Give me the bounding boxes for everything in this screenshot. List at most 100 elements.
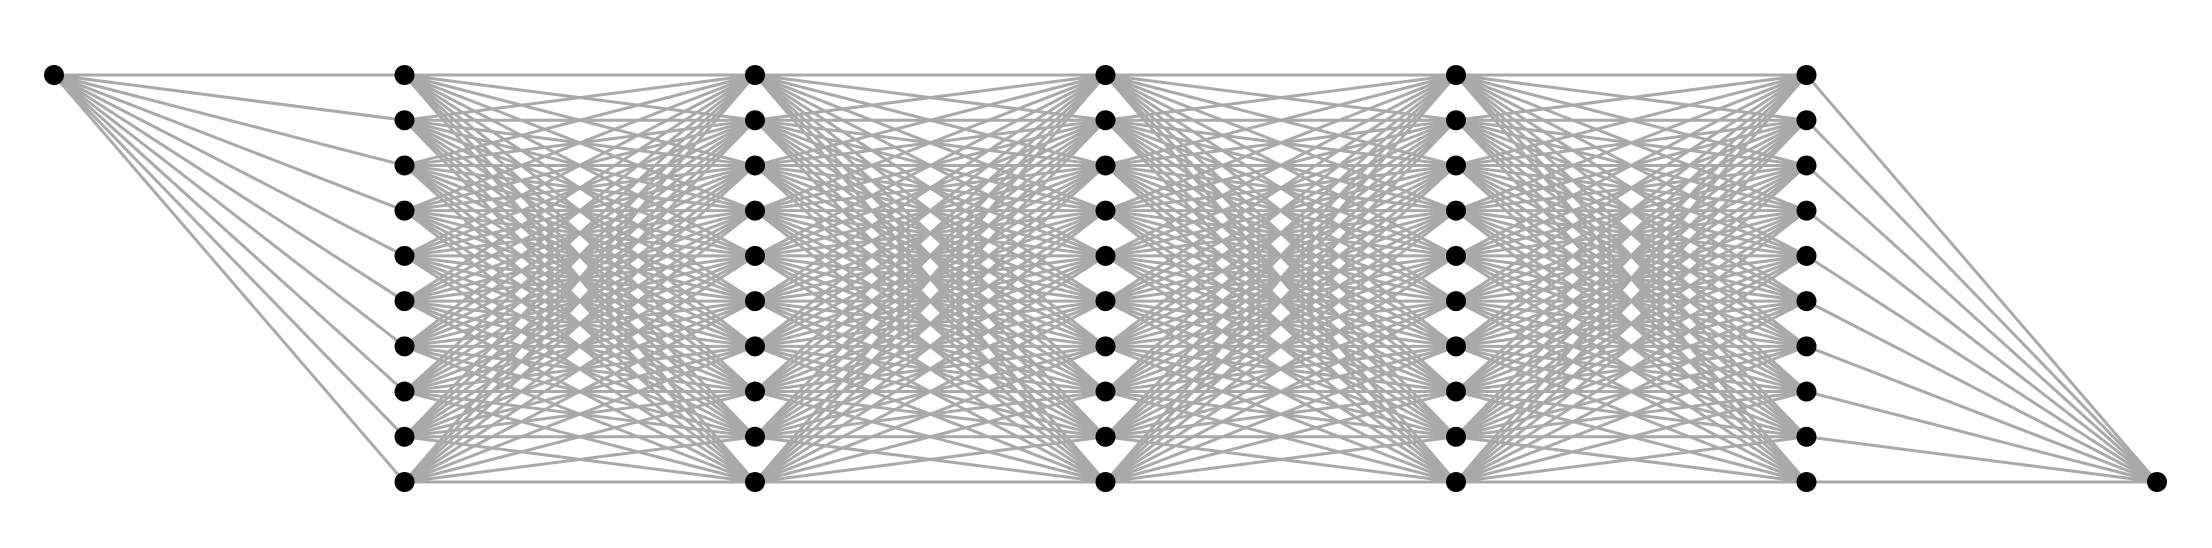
edge-l3-9-4 — [1104, 254, 1458, 484]
edge-l2-3-0 — [753, 73, 1107, 213]
edge-l5-4-0 — [1805, 254, 2159, 484]
edge-l3-9-3 — [1104, 209, 1458, 484]
edge-l5-0-0 — [1805, 73, 2159, 484]
edge-l1-9-0 — [403, 73, 757, 484]
node-l2-2 — [745, 155, 765, 176]
edge-l2-9-4 — [753, 254, 1107, 484]
node-l2-0 — [745, 65, 765, 85]
edge-l5-8-0 — [1805, 435, 2159, 484]
node-l5-8 — [1796, 426, 1817, 447]
edge-l3-2-0 — [1104, 73, 1458, 167]
node-l3-0 — [1095, 65, 1116, 85]
edge-l3-9-5 — [1104, 299, 1458, 484]
edge-l2-9-1 — [753, 118, 1107, 484]
edge-l5-1-0 — [1805, 118, 2159, 484]
node-l4-4 — [1446, 245, 1466, 266]
node-l1-2 — [394, 155, 415, 176]
node-l4-1 — [1446, 110, 1466, 131]
edge-l5-6-0 — [1805, 344, 2159, 484]
node-l5-9 — [1796, 472, 1817, 492]
edge-l4-4-0 — [1454, 73, 1808, 258]
node-l3-4 — [1095, 245, 1116, 266]
node-l4-9 — [1446, 472, 1466, 492]
edge-l4-7-0 — [1454, 73, 1808, 394]
node-l0-0 — [44, 65, 64, 85]
edge-l1-5-0 — [403, 73, 757, 303]
node-l2-4 — [745, 245, 765, 266]
edge-l3-6-0 — [1104, 73, 1458, 348]
node-l3-6 — [1095, 336, 1116, 357]
edge-l0-0-8 — [52, 73, 406, 439]
edge-l3-9-0 — [1104, 73, 1458, 484]
edge-l5-7-0 — [1805, 390, 2159, 484]
edge-l0-0-3 — [52, 73, 406, 213]
node-l3-9 — [1095, 472, 1116, 492]
edge-l3-9-6 — [1104, 344, 1458, 484]
node-l5-6 — [1796, 336, 1817, 357]
node-l1-0 — [394, 65, 415, 85]
edge-l1-9-4 — [403, 254, 757, 484]
edge-l2-9-0 — [753, 73, 1107, 484]
edge-l3-7-0 — [1104, 73, 1458, 394]
edge-l4-9-3 — [1454, 209, 1808, 484]
node-l1-9 — [394, 472, 415, 492]
node-l2-1 — [745, 110, 765, 131]
node-l2-8 — [745, 426, 765, 447]
edge-l2-1-0 — [753, 73, 1107, 122]
edge-l2-9-3 — [753, 209, 1107, 484]
node-l5-0 — [1796, 65, 1817, 85]
edge-l1-9-6 — [403, 344, 757, 484]
edge-group — [52, 73, 2159, 484]
edge-l0-0-6 — [52, 73, 406, 348]
edge-l1-9-2 — [403, 163, 757, 484]
edge-l4-9-7 — [1454, 390, 1808, 484]
edge-l4-9-2 — [1454, 163, 1808, 484]
edge-l0-0-2 — [52, 73, 406, 167]
edge-l3-9-2 — [1104, 163, 1458, 484]
edge-l3-8-0 — [1104, 73, 1458, 439]
edge-l4-9-5 — [1454, 299, 1808, 484]
edge-l0-0-1 — [52, 73, 406, 122]
edge-l3-4-0 — [1104, 73, 1458, 258]
node-l5-3 — [1796, 200, 1817, 221]
edge-l2-7-0 — [753, 73, 1107, 394]
edge-l4-8-0 — [1454, 73, 1808, 439]
edge-l2-9-2 — [753, 163, 1107, 484]
edge-l4-9-8 — [1454, 435, 1808, 484]
edge-l3-9-1 — [1104, 118, 1458, 484]
node-l2-6 — [745, 336, 765, 357]
edge-l2-6-0 — [753, 73, 1107, 348]
edge-l1-9-1 — [403, 118, 757, 484]
node-l2-5 — [745, 291, 765, 312]
node-l4-6 — [1446, 336, 1466, 357]
node-l3-5 — [1095, 291, 1116, 312]
node-l1-8 — [394, 426, 415, 447]
node-l1-5 — [394, 291, 415, 312]
edge-l0-0-5 — [52, 73, 406, 303]
node-l1-4 — [394, 245, 415, 266]
node-l3-8 — [1095, 426, 1116, 447]
edge-l3-9-8 — [1104, 435, 1458, 484]
edge-l1-6-0 — [403, 73, 757, 348]
edge-l4-9-6 — [1454, 344, 1808, 484]
edge-l1-8-0 — [403, 73, 757, 439]
node-l5-1 — [1796, 110, 1817, 131]
node-group — [44, 65, 2167, 492]
node-l2-3 — [745, 200, 765, 221]
edge-l2-8-0 — [753, 73, 1107, 439]
node-l4-7 — [1446, 381, 1466, 402]
node-l3-2 — [1095, 155, 1116, 176]
node-l5-7 — [1796, 381, 1817, 402]
node-l1-6 — [394, 336, 415, 357]
node-l4-5 — [1446, 291, 1466, 312]
edge-l1-9-7 — [403, 390, 757, 484]
edge-l4-1-0 — [1454, 73, 1808, 122]
node-l6-0 — [2147, 472, 2167, 492]
edge-l4-9-4 — [1454, 254, 1808, 484]
edge-l1-2-0 — [403, 73, 757, 167]
edge-l4-3-0 — [1454, 73, 1808, 213]
edge-l2-9-6 — [753, 344, 1107, 484]
node-l5-2 — [1796, 155, 1817, 176]
edge-l1-9-8 — [403, 435, 757, 484]
edge-l1-3-0 — [403, 73, 757, 213]
